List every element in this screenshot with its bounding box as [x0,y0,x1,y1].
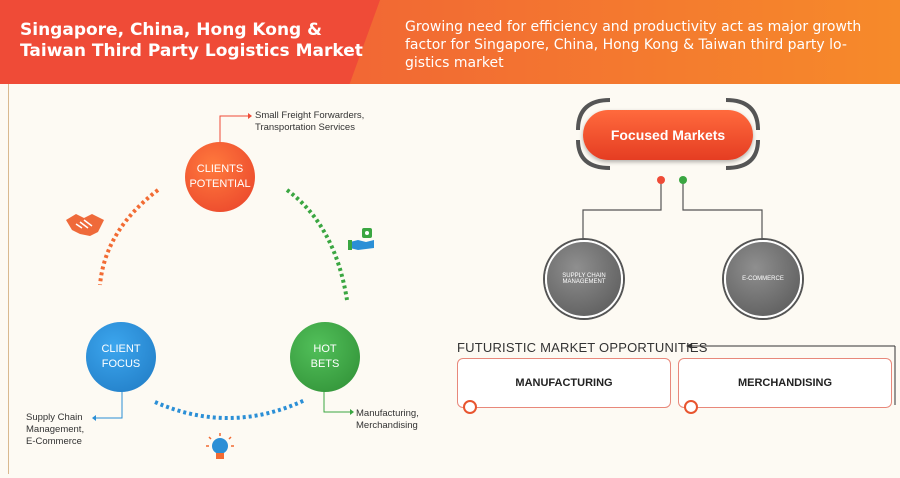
red-dot [657,176,665,184]
handshake-icon [66,214,104,236]
client-focus-connector [96,390,123,419]
green-dot [679,176,687,184]
ecommerce-label: E-COMMERCE [742,276,784,282]
hot-bets-note: Manufacturing, Merchandising [356,408,419,431]
client-focus-line1: CLIENT [101,343,141,355]
ring-marker-merchandising [684,400,698,414]
blue-dotted-arc [154,398,306,420]
ecommerce-node: E-COMMERCE [724,240,802,318]
clients-potential-line1: CLIENTS [196,163,244,175]
hot-bets-node: HOT BETS [290,322,360,392]
supply-chain-node: SUPPLY CHAIN MANAGEMENT [545,240,623,318]
hot-bets-line1: HOT [313,343,337,355]
green-dotted-arc [285,188,349,301]
content-frame [8,84,899,474]
opportunities-title: FUTURISTIC MARKET OPPORTUNITIES [457,340,708,355]
focused-bottom-arc-right [725,139,760,170]
opportunity-label-manufacturing: MANUFACTURING [515,377,613,389]
client-focus-note: Supply Chain Management, E-Commerce [26,412,85,447]
client-focus-line2: FOCUS [101,358,141,370]
client-focus-node: CLIENT FOCUS [86,322,156,392]
money-hand-icon [348,228,374,250]
supply-chain-label: SUPPLY CHAIN MANAGEMENT [562,273,606,285]
tree-left-branch [582,182,662,250]
hot-bets-line2: BETS [310,358,340,370]
header-title-panel [0,0,380,84]
focused-outer-arc-right [725,98,760,131]
opportunity-box-manufacturing: MANUFACTURING [457,358,671,408]
header-description: Growing need for efficiency and producti… [405,19,862,71]
page-title: Singapore, China, Hong Kong & Taiwan Thi… [20,20,363,61]
clients-potential-connector [219,115,248,142]
opportunity-box-merchandising: MERCHANDISING [678,358,892,408]
clients-potential-note: Small Freight Forwarders, Transportation… [255,110,365,133]
clients-potential-node: CLIENTS POTENTIAL [185,142,255,212]
hot-bets-connector [323,390,350,413]
lightbulb-icon [206,433,234,459]
orange-dotted-arc [98,188,160,286]
tree-right-branch [682,182,763,250]
clients-potential-line2: POTENTIAL [189,178,251,190]
focused-outer-arc-left [576,98,611,131]
focused-bottom-arc-left [576,139,611,170]
focused-markets-pill: Focused Markets [583,110,753,160]
opportunity-label-merchandising: MERCHANDISING [737,377,833,389]
ring-marker-manufacturing [463,400,477,414]
header-banner: Singapore, China, Hong Kong & Taiwan Thi… [0,0,900,84]
